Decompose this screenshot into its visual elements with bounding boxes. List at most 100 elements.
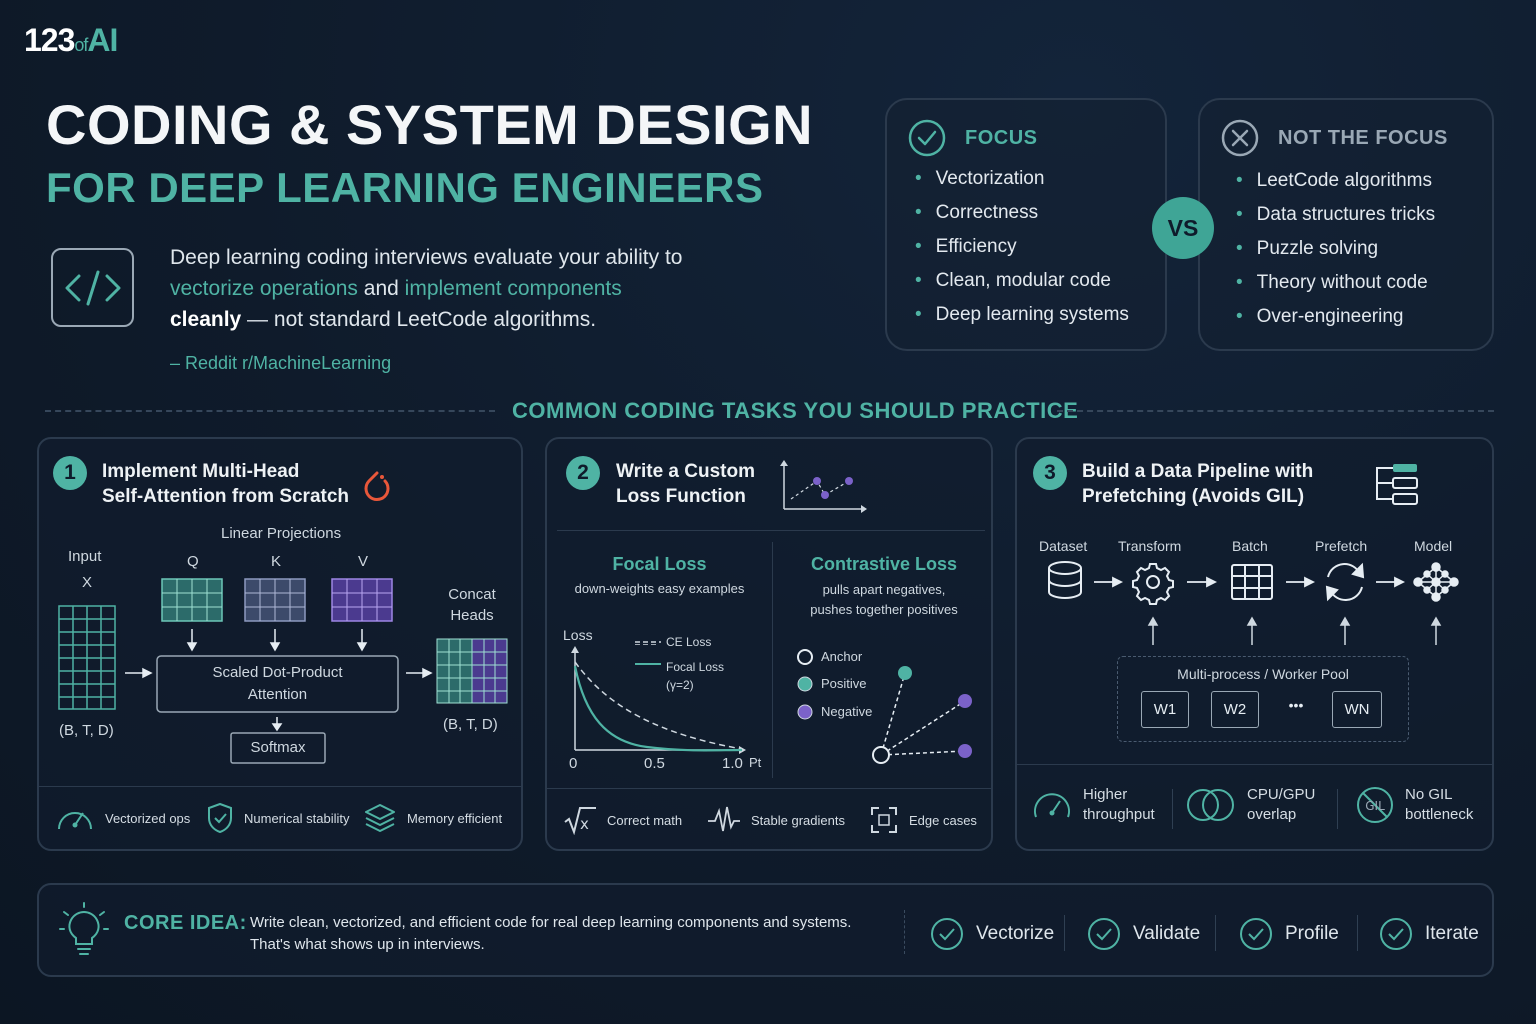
k-matrix	[244, 578, 306, 622]
stage-label-prefetch: Prefetch	[1315, 538, 1368, 554]
footer-memory-efficient: Memory efficient	[363, 801, 502, 835]
negative-point	[958, 744, 972, 758]
v-label: V	[358, 553, 369, 570]
task-title-line2: Self-Attention from Scratch	[102, 486, 350, 507]
step-validate: Validate	[1087, 917, 1200, 951]
pipeline-queue-icon	[1376, 464, 1418, 505]
lightbulb-icon	[59, 902, 109, 955]
legend-gamma-label: (γ=2)	[666, 678, 694, 692]
task1-footer-divider	[39, 786, 521, 787]
k-label: K	[271, 553, 282, 570]
v-matrix	[331, 578, 393, 622]
worker-w2: W2	[1211, 691, 1259, 728]
shield-check-icon	[208, 802, 232, 834]
input-shape-label: (B, T, D)	[59, 722, 114, 739]
x-circle-icon	[1221, 119, 1259, 157]
intro-part1: Deep learning coding interviews evaluate…	[170, 246, 683, 269]
corners-icon	[871, 807, 897, 833]
step-profile: Profile	[1239, 917, 1339, 951]
task-number: 1	[53, 456, 87, 490]
worker-pool-label: Multi-process / Worker Pool	[1177, 666, 1349, 682]
task-card-loss: 2 Write a Custom Loss Function Focal Los…	[545, 437, 993, 851]
intro-text: Deep learning coding interviews evaluate…	[170, 242, 730, 335]
task-title: Build a Data Pipeline with Prefetching (…	[1082, 459, 1313, 509]
core-idea-text-line1: Write clean, vectorized, and efficient c…	[250, 914, 852, 931]
intro-bold-cleanly: cleanly	[170, 308, 242, 331]
check-circle-icon	[1240, 918, 1272, 950]
focus-item: Clean, modular code	[915, 268, 1129, 302]
core-idea-text-line2: That's what shows up in interviews.	[250, 936, 485, 953]
task-number: 2	[566, 456, 600, 490]
step-iterate: Iterate	[1379, 917, 1479, 951]
gear-icon	[1132, 563, 1174, 605]
not-focus-header: NOT THE FOCUS	[1220, 118, 1448, 158]
concat-label-line2: Heads	[450, 607, 494, 624]
gauge-icon	[58, 812, 92, 830]
contrastive-desc-line2: pushes together positives	[810, 602, 958, 617]
focus-header: FOCUS	[907, 118, 1038, 158]
attention-diagram	[58, 578, 508, 764]
contrastive-desc-line1: pulls apart negatives,	[822, 582, 946, 597]
not-focus-item: Over-engineering	[1236, 304, 1435, 338]
check-circle-icon	[1380, 918, 1412, 950]
step-label: Validate	[1133, 923, 1201, 944]
focal-loss-title: Focal Loss	[612, 554, 707, 574]
legend-focal-loss: Focal Loss (γ=2)	[666, 658, 724, 694]
task-card-attention: 1 Implement Multi-Head Self-Attention fr…	[37, 437, 523, 851]
grid-icon	[1231, 564, 1273, 600]
neural-network-icon	[1413, 562, 1459, 602]
footer-label: Correct math	[607, 812, 683, 828]
stage-label-transform: Transform	[1118, 538, 1182, 554]
intro-source: – Reddit r/MachineLearning	[170, 353, 392, 373]
footer-label-line1: CPU/GPU	[1247, 786, 1316, 803]
svg-text:x: x	[580, 815, 589, 833]
attention-label-line1: Scaled Dot-Product	[212, 664, 343, 681]
task-title-line2: Prefetching (Avoids GIL)	[1082, 486, 1305, 507]
stage-label-dataset: Dataset	[1039, 538, 1088, 554]
footer-stable-gradients: Stable gradients	[707, 805, 845, 835]
worker-ellipsis: •••	[1288, 697, 1304, 713]
pipeline-diagram	[1048, 561, 1459, 645]
not-focus-item: Data structures tricks	[1236, 202, 1435, 236]
core-separator	[1357, 915, 1358, 951]
legend-negative: Negative	[821, 704, 873, 719]
not-focus-list: LeetCode algorithms Data structures tric…	[1236, 168, 1435, 338]
concat-label-line1: Concat	[448, 586, 496, 603]
worker-pool	[1117, 656, 1409, 742]
core-idea-text: Write clean, vectorized, and efficient c…	[250, 912, 851, 956]
input-matrix	[58, 605, 116, 710]
task-title: Write a Custom Loss Function	[616, 459, 755, 509]
task-title-line2: Loss Function	[616, 486, 746, 507]
check-circle-icon	[931, 918, 963, 950]
core-idea-bar: CORE IDEA: Write clean, vectorized, and …	[37, 883, 1494, 977]
footer-edge-cases: Edge cases	[869, 805, 977, 835]
intro-highlight-implement: implement components	[404, 277, 622, 300]
footer-label: Stable gradients	[751, 812, 845, 828]
focal-loss-desc: down-weights easy examples	[574, 581, 745, 596]
brand-ai: AI	[87, 22, 118, 58]
projection-arrows	[186, 629, 368, 652]
section-divider-right	[1057, 410, 1494, 412]
footer-label-line2: bottleneck	[1405, 806, 1474, 823]
focus-item: Deep learning systems	[915, 302, 1129, 336]
focus-item: Vectorization	[915, 166, 1129, 200]
not-focus-card: NOT THE FOCUS LeetCode algorithms Data s…	[1198, 98, 1494, 351]
legend-markers	[635, 641, 661, 665]
worker-w1: W1	[1141, 691, 1189, 728]
positive-point	[898, 666, 912, 680]
section-title: COMMON CODING TASKS YOU SHOULD PRACTICE	[512, 398, 1079, 423]
task-title: Implement Multi-Head Self-Attention from…	[102, 459, 349, 509]
scatter-plot-icon	[780, 460, 867, 513]
step-label: Vectorize	[976, 923, 1055, 944]
footer-separator	[1172, 789, 1173, 829]
task-title-line1: Write a Custom	[616, 461, 756, 482]
core-separator	[904, 910, 905, 954]
focus-card: FOCUS Vectorization Correctness Efficien…	[885, 98, 1167, 351]
footer-label: Memory efficient	[407, 810, 503, 826]
softmax-box	[230, 732, 326, 764]
loss-curve-chart	[571, 644, 746, 754]
layers-icon	[365, 804, 395, 832]
